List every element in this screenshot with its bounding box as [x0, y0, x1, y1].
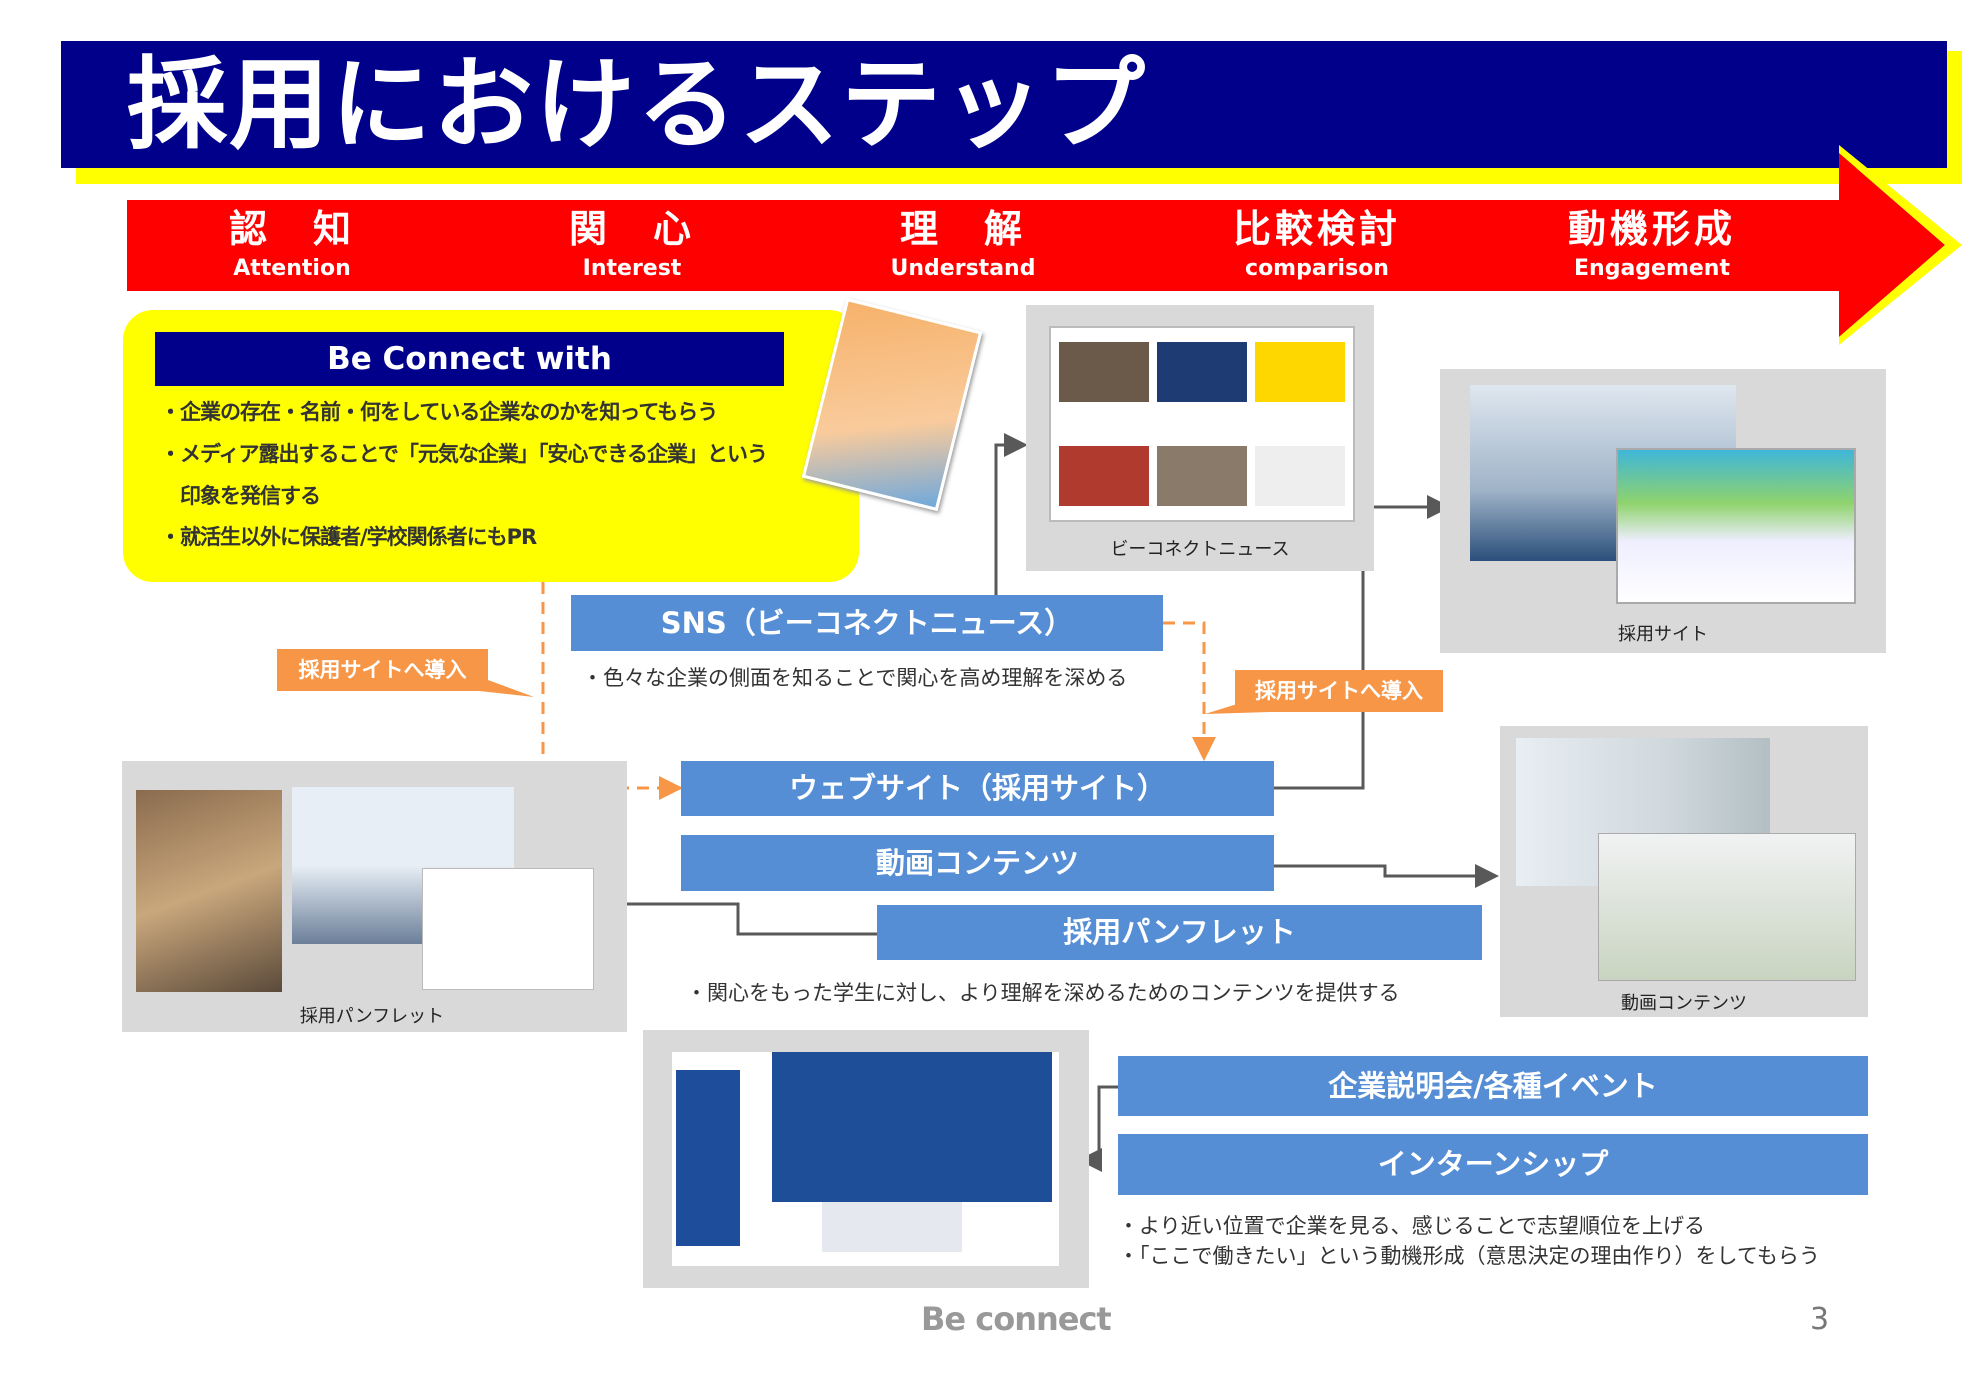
bullet: ・企業の存在・名前・何をしている企業なのかを知ってもらう — [160, 400, 718, 424]
bullet: ・メディア露出することで「元気な企業」「安心できる企業」という — [160, 442, 768, 466]
sns-bar: SNS（ビーコネクトニュース） — [571, 595, 1163, 651]
bullet: ・就活生以外に保護者/学校関係者にもPR — [160, 525, 537, 549]
stage-jp: 比較検討 — [1232, 207, 1401, 251]
video-caption: 動画コンテンツ — [1621, 993, 1747, 1014]
event-note: ・「ここで働きたい」という動機形成（意思決定の理由作り）をしてもらう — [1118, 1244, 1820, 1268]
website-bar: ウェブサイト（採用サイト） — [681, 761, 1274, 816]
stage-attention: 認 知 Attention — [162, 204, 422, 284]
stage-en: Attention — [233, 256, 351, 281]
news-caption: ビーコネクトニュース — [1110, 539, 1290, 560]
stage-comparison: 比較検討 comparison — [1187, 204, 1447, 284]
internship-bar: インターンシップ — [1118, 1134, 1868, 1195]
be-connect-header: Be Connect with — [155, 332, 784, 386]
news-thumb — [1157, 342, 1247, 402]
news-thumb — [1255, 342, 1345, 402]
connector-arrow — [994, 433, 1028, 595]
video-bar: 動画コンテンツ — [681, 835, 1274, 891]
seminar-bar: 企業説明会/各種イベント — [1118, 1056, 1868, 1116]
booth-wall — [772, 1052, 1052, 1202]
lead-label: 採用サイトへ導入 — [277, 649, 488, 691]
pamphlet-page-image — [422, 868, 594, 990]
sns-note: ・色々な企業の側面を知ることで関心を高め理解を深める — [582, 666, 1128, 690]
pamphlet-cover-image — [136, 790, 282, 992]
news-thumb — [1059, 446, 1149, 506]
video-still-image-2 — [1598, 833, 1856, 981]
pamphlet-bar: 採用パンフレット — [877, 905, 1482, 960]
stage-interest: 関 心 Interest — [502, 204, 762, 284]
booth-banner — [676, 1070, 740, 1246]
dashed-arrow — [1163, 621, 1216, 761]
booth-table — [822, 1202, 962, 1252]
connector-arrow — [599, 892, 877, 936]
stage-engagement: 動機形成 Engagement — [1522, 204, 1782, 284]
stage-understand: 理 解 Understand — [833, 204, 1093, 284]
pamphlet-caption: 採用パンフレット — [299, 1006, 445, 1027]
stage-jp: 関 心 — [568, 207, 695, 251]
recruit-site-image-2 — [1616, 448, 1856, 604]
stage-arrow — [127, 153, 1945, 337]
connector-arrow — [1274, 495, 1451, 790]
bullet: 印象を発信する — [160, 484, 321, 508]
connector-arrow — [1078, 1085, 1118, 1172]
lead-label: 採用サイトへ導入 — [1235, 670, 1443, 712]
stage-en: Understand — [890, 256, 1036, 281]
stage-en: Engagement — [1574, 256, 1730, 281]
news-screenshot-image — [1049, 326, 1355, 522]
page-number: 3 — [1810, 1302, 1830, 1337]
event-booth-image — [672, 1052, 1059, 1266]
connector-arrow — [1274, 864, 1499, 888]
stage-jp: 動機形成 — [1567, 207, 1736, 251]
event-note: ・より近い位置で企業を見る、感じることで志望順位を上げる — [1118, 1214, 1705, 1238]
stage-en: comparison — [1245, 256, 1389, 281]
contents-note: ・関心をもった学生に対し、より理解を深めるためのコンテンツを提供する — [686, 981, 1400, 1005]
news-thumb — [1157, 446, 1247, 506]
page-title: 採用におけるステップ — [61, 41, 1947, 168]
stage-jp: 理 解 — [899, 207, 1026, 251]
stage-en: Interest — [582, 256, 682, 281]
footer-logo: Be connect — [921, 1300, 1112, 1338]
stage-jp: 認 知 — [228, 207, 355, 251]
news-thumb — [1255, 446, 1345, 506]
news-thumb — [1059, 342, 1149, 402]
recruit-site-caption: 採用サイト — [1618, 624, 1708, 645]
